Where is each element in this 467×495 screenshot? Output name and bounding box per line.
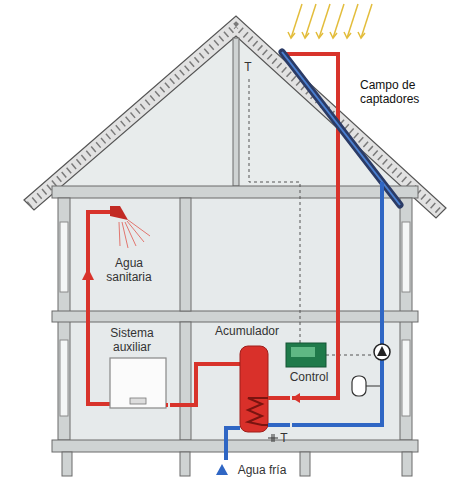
arrowhead <box>292 393 300 403</box>
collector-field: Campo de captadores <box>276 44 442 214</box>
tank-sensor <box>268 434 278 442</box>
pipe-connector <box>170 364 204 405</box>
roof-tiles <box>29 26 441 213</box>
auxiliary-boiler: Sistema auxiliar <box>96 326 170 412</box>
attic <box>60 36 412 188</box>
hot-water-pipe <box>88 212 112 404</box>
node-label: Control <box>280 370 338 384</box>
node-label: Sistema auxiliar <box>96 326 168 354</box>
pump-symbol <box>374 344 390 360</box>
control-unit-shape <box>280 340 338 392</box>
windows <box>60 222 410 416</box>
sensor-label: T <box>243 60 253 74</box>
node-label: Campo de captadores <box>360 78 440 106</box>
storage-tank: Acumulador <box>204 324 292 436</box>
shower-spray <box>119 220 150 248</box>
vessel-pipe <box>366 386 380 387</box>
pipe-connector <box>292 214 382 425</box>
cold-water-pipe <box>226 428 240 460</box>
sun-rays <box>288 4 372 38</box>
node-label: Acumulador <box>204 324 290 338</box>
flow-arrow <box>82 268 94 280</box>
control-unit: Control <box>280 340 340 392</box>
control-wire <box>249 78 300 343</box>
water-label: Agua sanitaria <box>96 256 162 284</box>
control-wire <box>326 355 372 356</box>
shower-head <box>110 206 128 220</box>
roof <box>24 16 446 218</box>
water-label: Agua fría <box>232 463 292 477</box>
storage-tank-shape <box>204 324 290 436</box>
inlet-arrow <box>216 464 228 475</box>
pipe-connector <box>282 54 338 398</box>
sensor-label: T <box>279 431 289 445</box>
pump-symbol <box>377 346 387 356</box>
expansion-vessel <box>352 376 366 396</box>
collector-field-shape <box>276 44 440 214</box>
